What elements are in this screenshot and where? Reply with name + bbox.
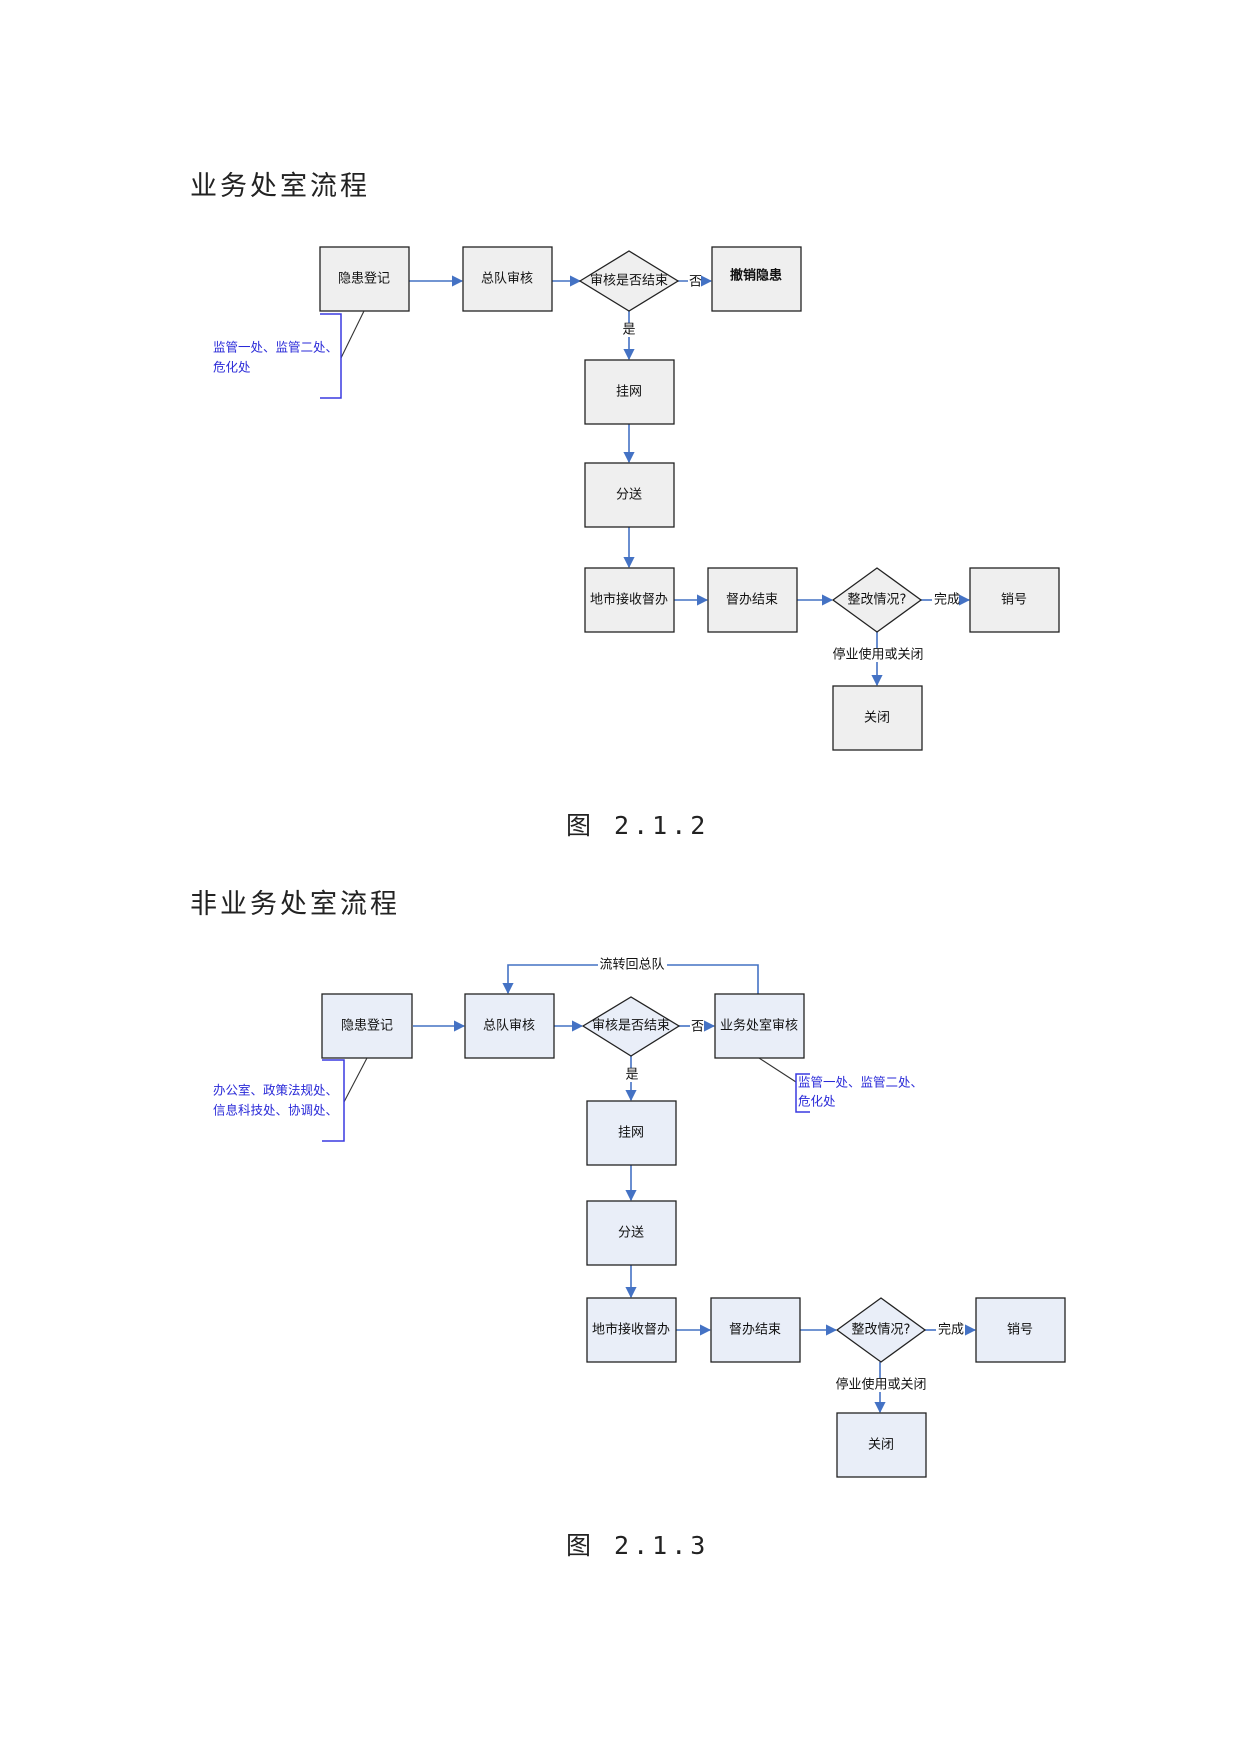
connectors [413, 964, 977, 1414]
node-dept-review-label: 业务处室审核 [720, 1018, 798, 1034]
annotation-left-line2: 信息科技处、协调处、 [213, 1103, 338, 1118]
node-close-label: 关闭 [864, 711, 890, 726]
node-close-label: 关闭 [868, 1438, 894, 1453]
edge-return-b [502, 964, 598, 995]
node-register [321, 993, 413, 1059]
annotation-right-bracket [795, 1073, 810, 1113]
edge-label-no: 否 [689, 275, 702, 290]
node-cancel [969, 567, 1060, 633]
node-publish [586, 1100, 677, 1166]
node-close [836, 1412, 927, 1478]
edge-label-no: 否 [691, 1020, 704, 1035]
node-rectify-decision [831, 567, 923, 633]
node-dispatch-label: 分送 [618, 1226, 644, 1241]
node-register-label: 隐患登记 [341, 1019, 393, 1034]
node-review [464, 993, 555, 1059]
node-cancel-label: 销号 [1007, 1323, 1033, 1338]
section1-caption: 图 2.1.2 [566, 811, 710, 840]
node-publish-label: 挂网 [618, 1126, 644, 1141]
node-dispatch [584, 462, 675, 528]
node-revoke [711, 246, 802, 312]
node-revoke-label: 撤销隐患 [730, 268, 782, 284]
section2-caption: 图 2.1.3 [566, 1531, 710, 1560]
node-register [319, 246, 410, 312]
node-city-receive [584, 567, 675, 633]
edge-label-done: 完成 [934, 593, 960, 608]
node-rectify-label: 整改情况? [852, 1323, 911, 1338]
edge-label-return: 流转回总队 [599, 958, 664, 973]
connectors [409, 275, 971, 687]
node-supervise-end [710, 1297, 801, 1363]
annotation-pointer [340, 310, 365, 359]
node-review [462, 246, 553, 312]
node-rectify-label: 整改情况? [848, 593, 907, 608]
node-rectify-decision [835, 1297, 927, 1363]
node-cancel-label: 销号 [1001, 593, 1027, 608]
annotation-right-line1: 监管一处、监管二处、 [798, 1075, 923, 1090]
edge-label-yes: 是 [622, 323, 635, 338]
node-review-done-label: 审核是否结束 [590, 274, 668, 289]
node-review-label: 总队审核 [483, 1019, 535, 1034]
annotation-left-line1: 办公室、政策法规处、 [213, 1083, 338, 1098]
node-review-done-decision [578, 250, 680, 312]
section2-heading: 非业务处室流程 [190, 889, 400, 920]
node-close [832, 685, 923, 751]
node-dispatch-label: 分送 [616, 488, 642, 503]
node-publish [584, 359, 675, 425]
annotation-note-line2: 危化处 [213, 360, 251, 375]
annotation-note-line1: 监管一处、监管二处、 [213, 340, 338, 355]
node-supervise-end [707, 567, 798, 633]
flowchart-non-business-dept: 流转回总队 否 是 完成 停业使用或关闭 隐患登记 总队审核 审核是否结束 业务… [213, 958, 1066, 1478]
edge-label-stop: 停业使用或关闭 [832, 647, 923, 663]
node-city-receive [586, 1297, 677, 1363]
node-supervise-end-label: 督办结束 [729, 1323, 781, 1338]
node-cancel [975, 1297, 1066, 1363]
node-supervise-end-label: 督办结束 [726, 593, 778, 608]
annotation-bracket [320, 313, 342, 399]
section1-heading: 业务处室流程 [190, 171, 370, 202]
node-review-done-label: 审核是否结束 [592, 1019, 670, 1034]
annotation-right-line2: 危化处 [798, 1094, 836, 1109]
edge-label-yes: 是 [625, 1068, 638, 1083]
edge-label-stop: 停业使用或关闭 [835, 1377, 926, 1393]
node-review-label: 总队审核 [481, 272, 533, 287]
node-city-receive-label: 地市接收督办 [590, 592, 668, 608]
node-review-done-decision [581, 996, 681, 1057]
node-dispatch [586, 1200, 677, 1266]
node-dept-review [714, 993, 805, 1059]
annotation-left-pointer [343, 1057, 368, 1103]
annotation-right-pointer [758, 1057, 797, 1083]
edge-return-a [667, 964, 759, 994]
node-city-receive-label: 地市接收督办 [592, 1322, 670, 1338]
flowchart-business-dept: 否 是 完成 停业使用或关闭 隐患登记 总队审核 审核是否结束 撤销隐患 挂网 … [213, 246, 1060, 751]
node-register-label: 隐患登记 [338, 272, 390, 287]
annotation-left-bracket [322, 1059, 345, 1142]
node-publish-label: 挂网 [616, 385, 642, 400]
edge-label-done: 完成 [938, 1323, 964, 1338]
